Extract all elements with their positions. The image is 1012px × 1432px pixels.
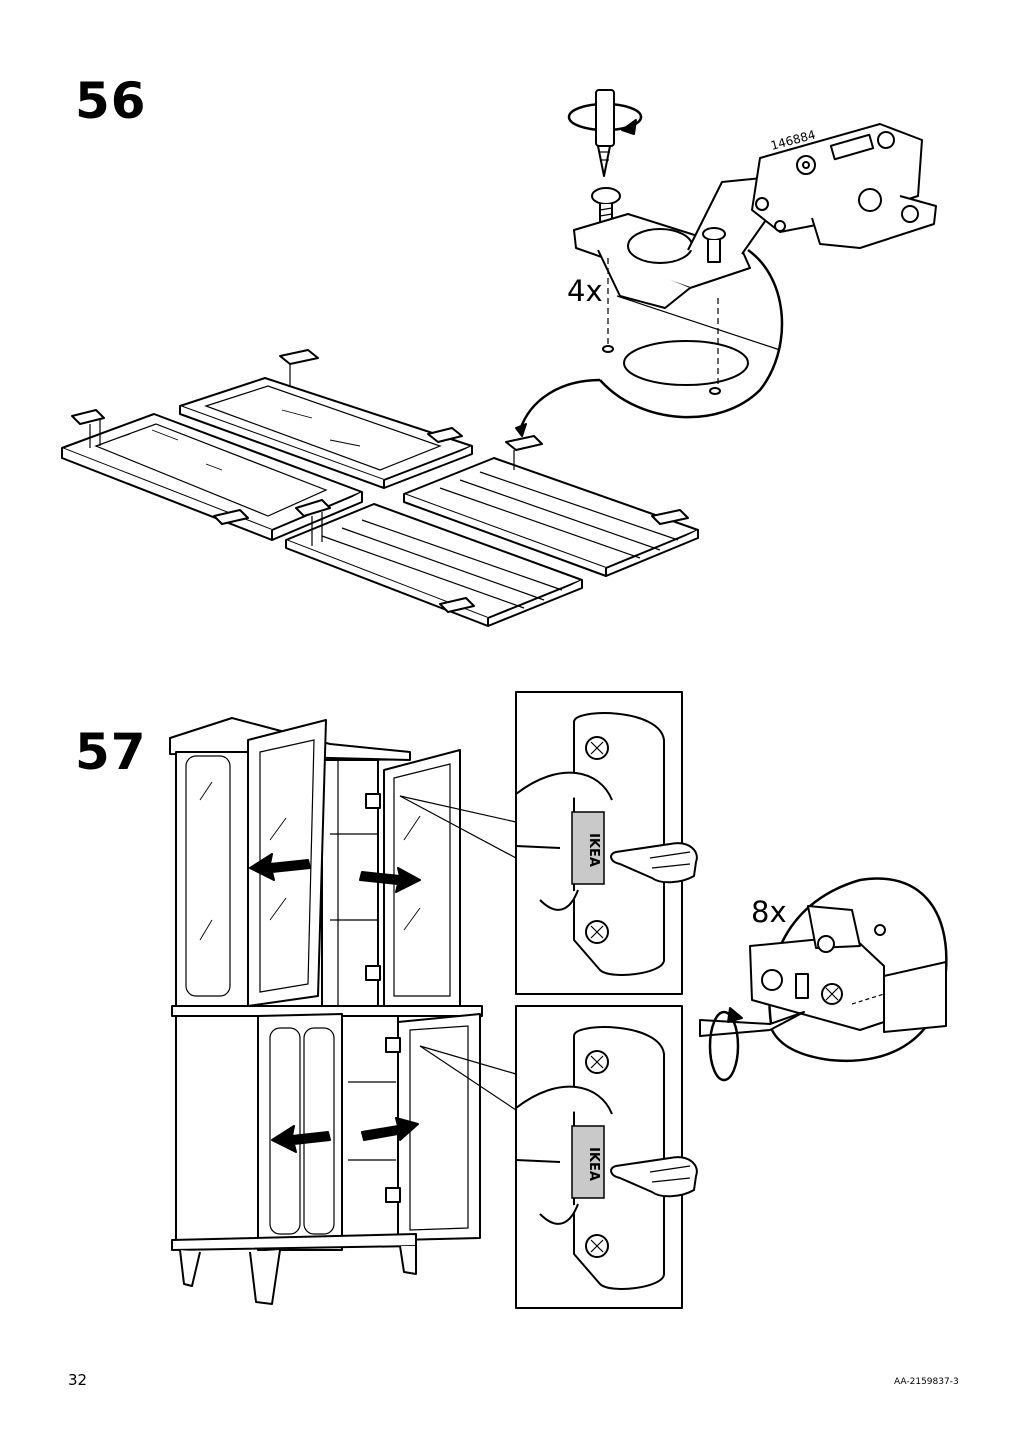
detail-pointer [419, 1045, 517, 1075]
detail-pointer [399, 795, 517, 859]
hinge-icon [365, 793, 401, 1203]
pointing-hand-icon [610, 842, 698, 884]
page-number: 32 [68, 1371, 88, 1389]
solid-door-panel [285, 503, 583, 627]
rotate-screwdriver-icon [567, 89, 643, 177]
step-57-number: 57 [75, 723, 147, 781]
arrow-icon [249, 853, 421, 1153]
brand-label: IKEA [586, 833, 601, 867]
detail-pointer [399, 795, 517, 823]
pointing-hand-icon [610, 1156, 698, 1198]
hinge-icon [71, 349, 689, 613]
magnifier-detail [515, 248, 784, 437]
document-id: AA-2159837-3 [894, 1377, 959, 1387]
adjust-quantity-label: 8x [751, 895, 787, 929]
solid-door-panel [403, 457, 699, 577]
glass-door-panel [179, 377, 473, 489]
hinge-icon [573, 123, 937, 309]
hinge-detail-top [515, 691, 683, 995]
screw-quantity-label: 4x [567, 274, 603, 308]
detail-pointer [419, 1045, 517, 1111]
brand-label: IKEA [586, 1147, 601, 1181]
cabinet-upper [169, 717, 461, 1007]
adjustment-detail [749, 877, 948, 1063]
step-56-number: 56 [75, 72, 147, 130]
screwdriver-rotate-icon [699, 1007, 805, 1082]
